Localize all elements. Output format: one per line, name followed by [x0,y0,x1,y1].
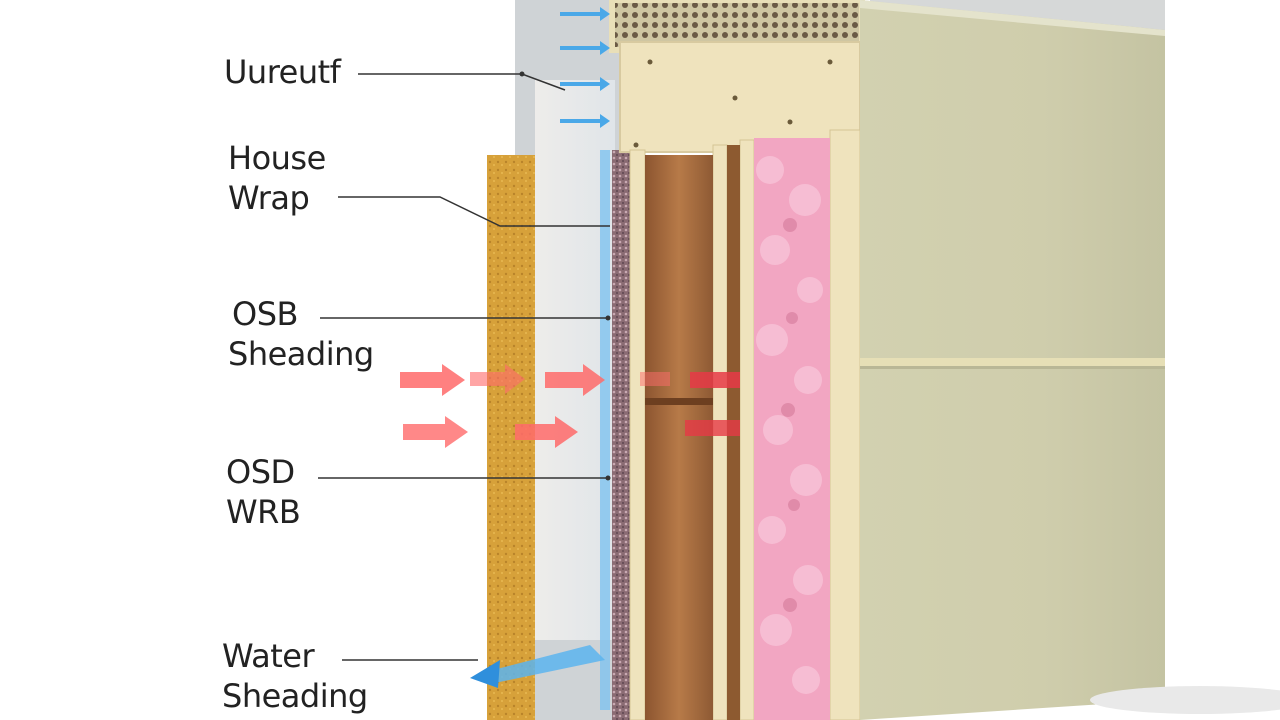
heat-arrow-6 [403,416,468,448]
label-osb-sheathing: OSB Sheading [228,294,374,374]
wood-panel-upper [645,155,713,400]
leader-house-wrap [338,196,610,227]
label-house-wrap: House Wrap [228,138,326,218]
heat-arrow-7 [515,416,578,448]
heat-arrow-4 [640,372,670,386]
water-arrow-2 [560,41,610,55]
heat-arrows [400,364,740,448]
label-osd-wrb: OSD WRB [226,452,301,532]
label-osd-line2: WRB [226,493,301,531]
drain-arrow [470,645,605,688]
wood-panel-lower [645,405,713,720]
label-osd-line1: OSD [226,453,295,491]
label-osb-line1: OSB [232,295,298,333]
label-house-wrap-line2: Wrap [228,179,310,217]
label-house-wrap-line1: House [228,139,326,177]
label-water-line2: Sheading [222,677,368,715]
top-plate [619,41,861,153]
water-arrow-1 [560,7,610,21]
siding-seam [860,358,1165,366]
heat-arrow-3 [545,364,605,396]
label-water-sheathing: Water Sheading [222,636,368,716]
heat-arrow-8 [685,420,740,436]
label-top-text: Uureutf [224,53,341,91]
insulation-batt [754,138,830,720]
heat-arrow-2 [470,364,525,394]
heat-arrow-1 [400,364,465,396]
stud-middle-2 [739,139,755,720]
label-top: Uureutf [224,52,341,92]
osb-sheathing-strip [612,150,632,720]
water-arrow-3 [560,77,610,91]
water-film [600,150,610,710]
heat-arrow-5 [690,372,740,388]
water-arrows [560,7,610,128]
label-osb-line2: Sheading [228,335,374,373]
water-arrow-4 [560,114,610,128]
label-water-line1: Water [222,637,315,675]
stud-right [829,129,861,720]
stud-left [629,149,646,720]
